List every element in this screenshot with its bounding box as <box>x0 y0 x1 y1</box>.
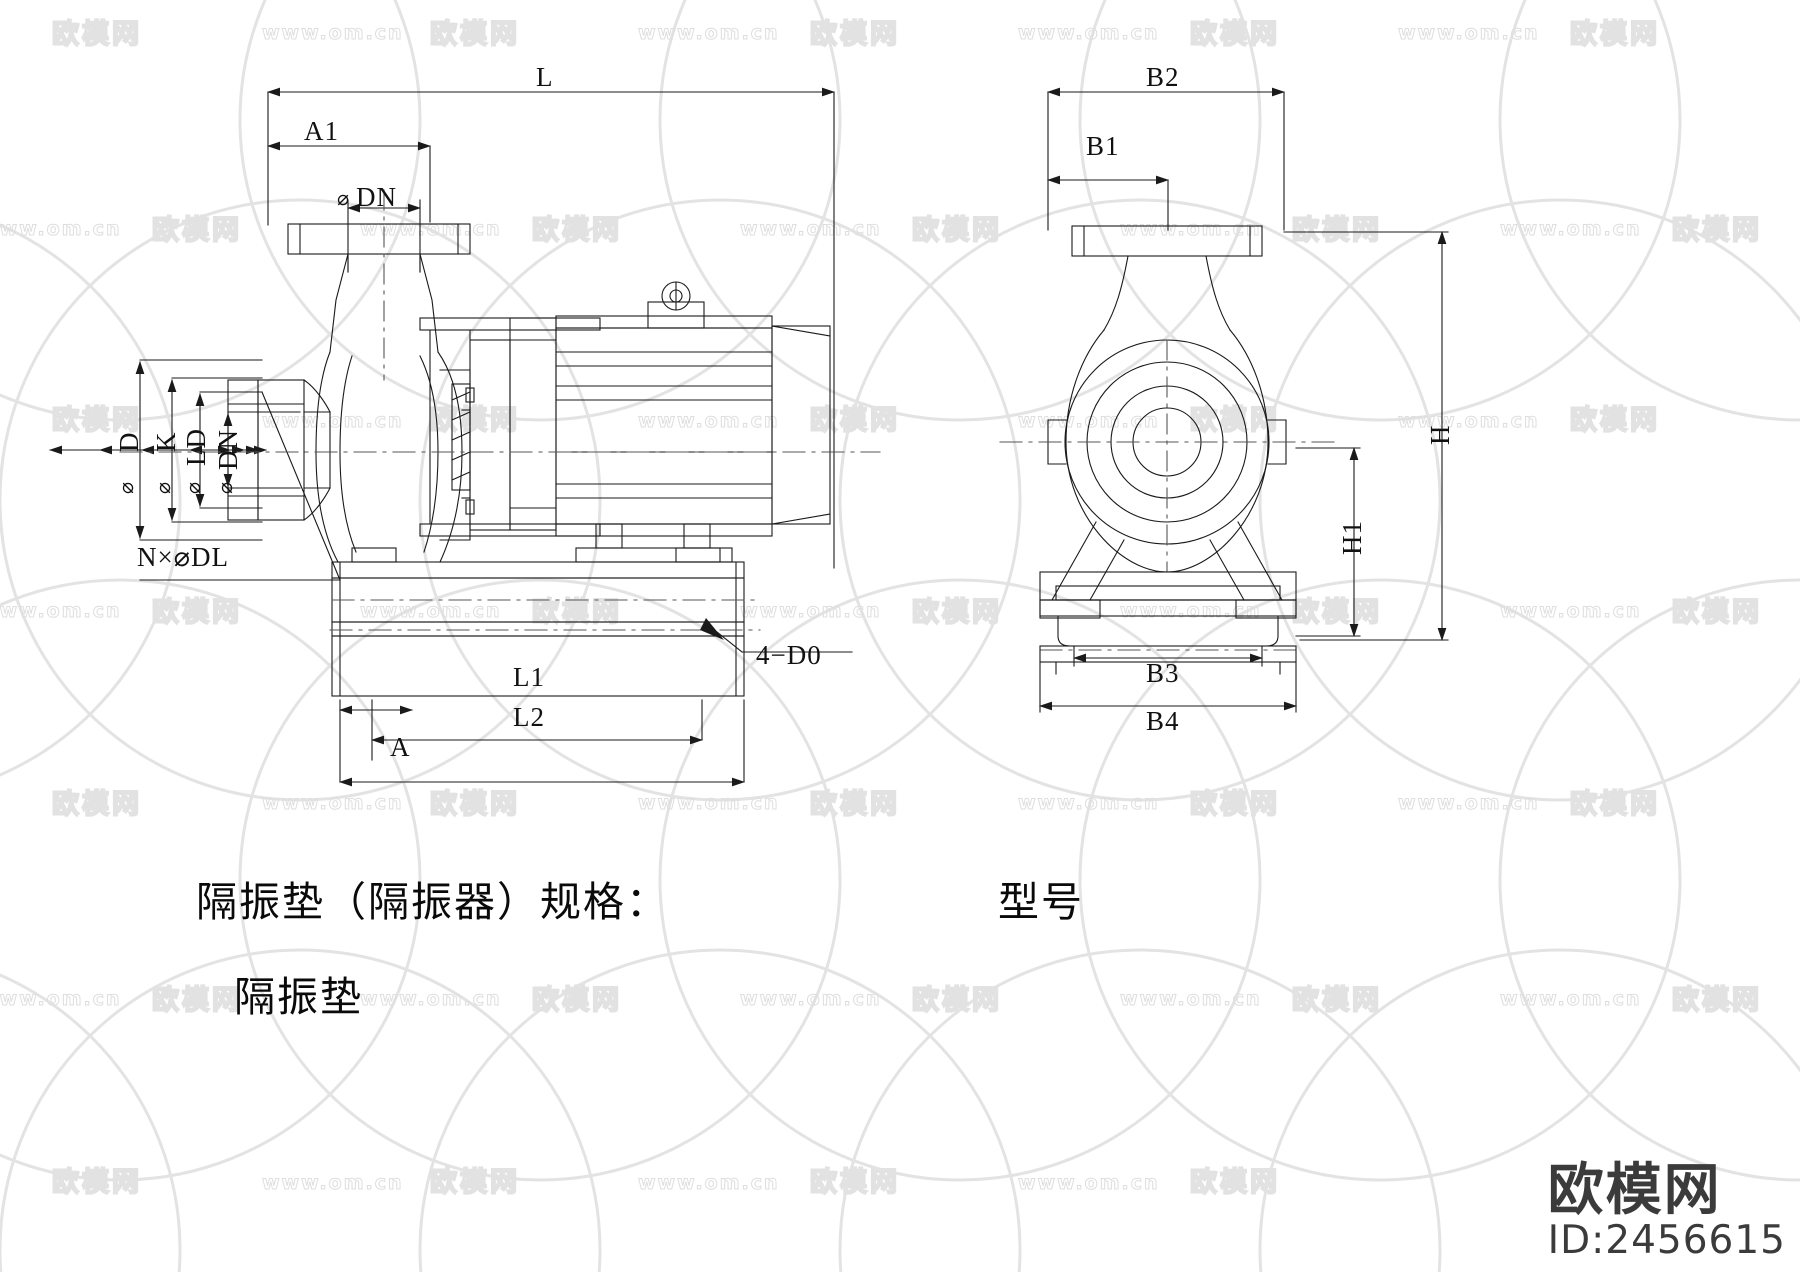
asset-id-label: ID:2456615 <box>1547 1218 1786 1264</box>
site-logo-block: 欧模网 ID:2456615 <box>1547 1158 1786 1264</box>
site-logo-brand: 欧模网 <box>1547 1158 1722 1224</box>
